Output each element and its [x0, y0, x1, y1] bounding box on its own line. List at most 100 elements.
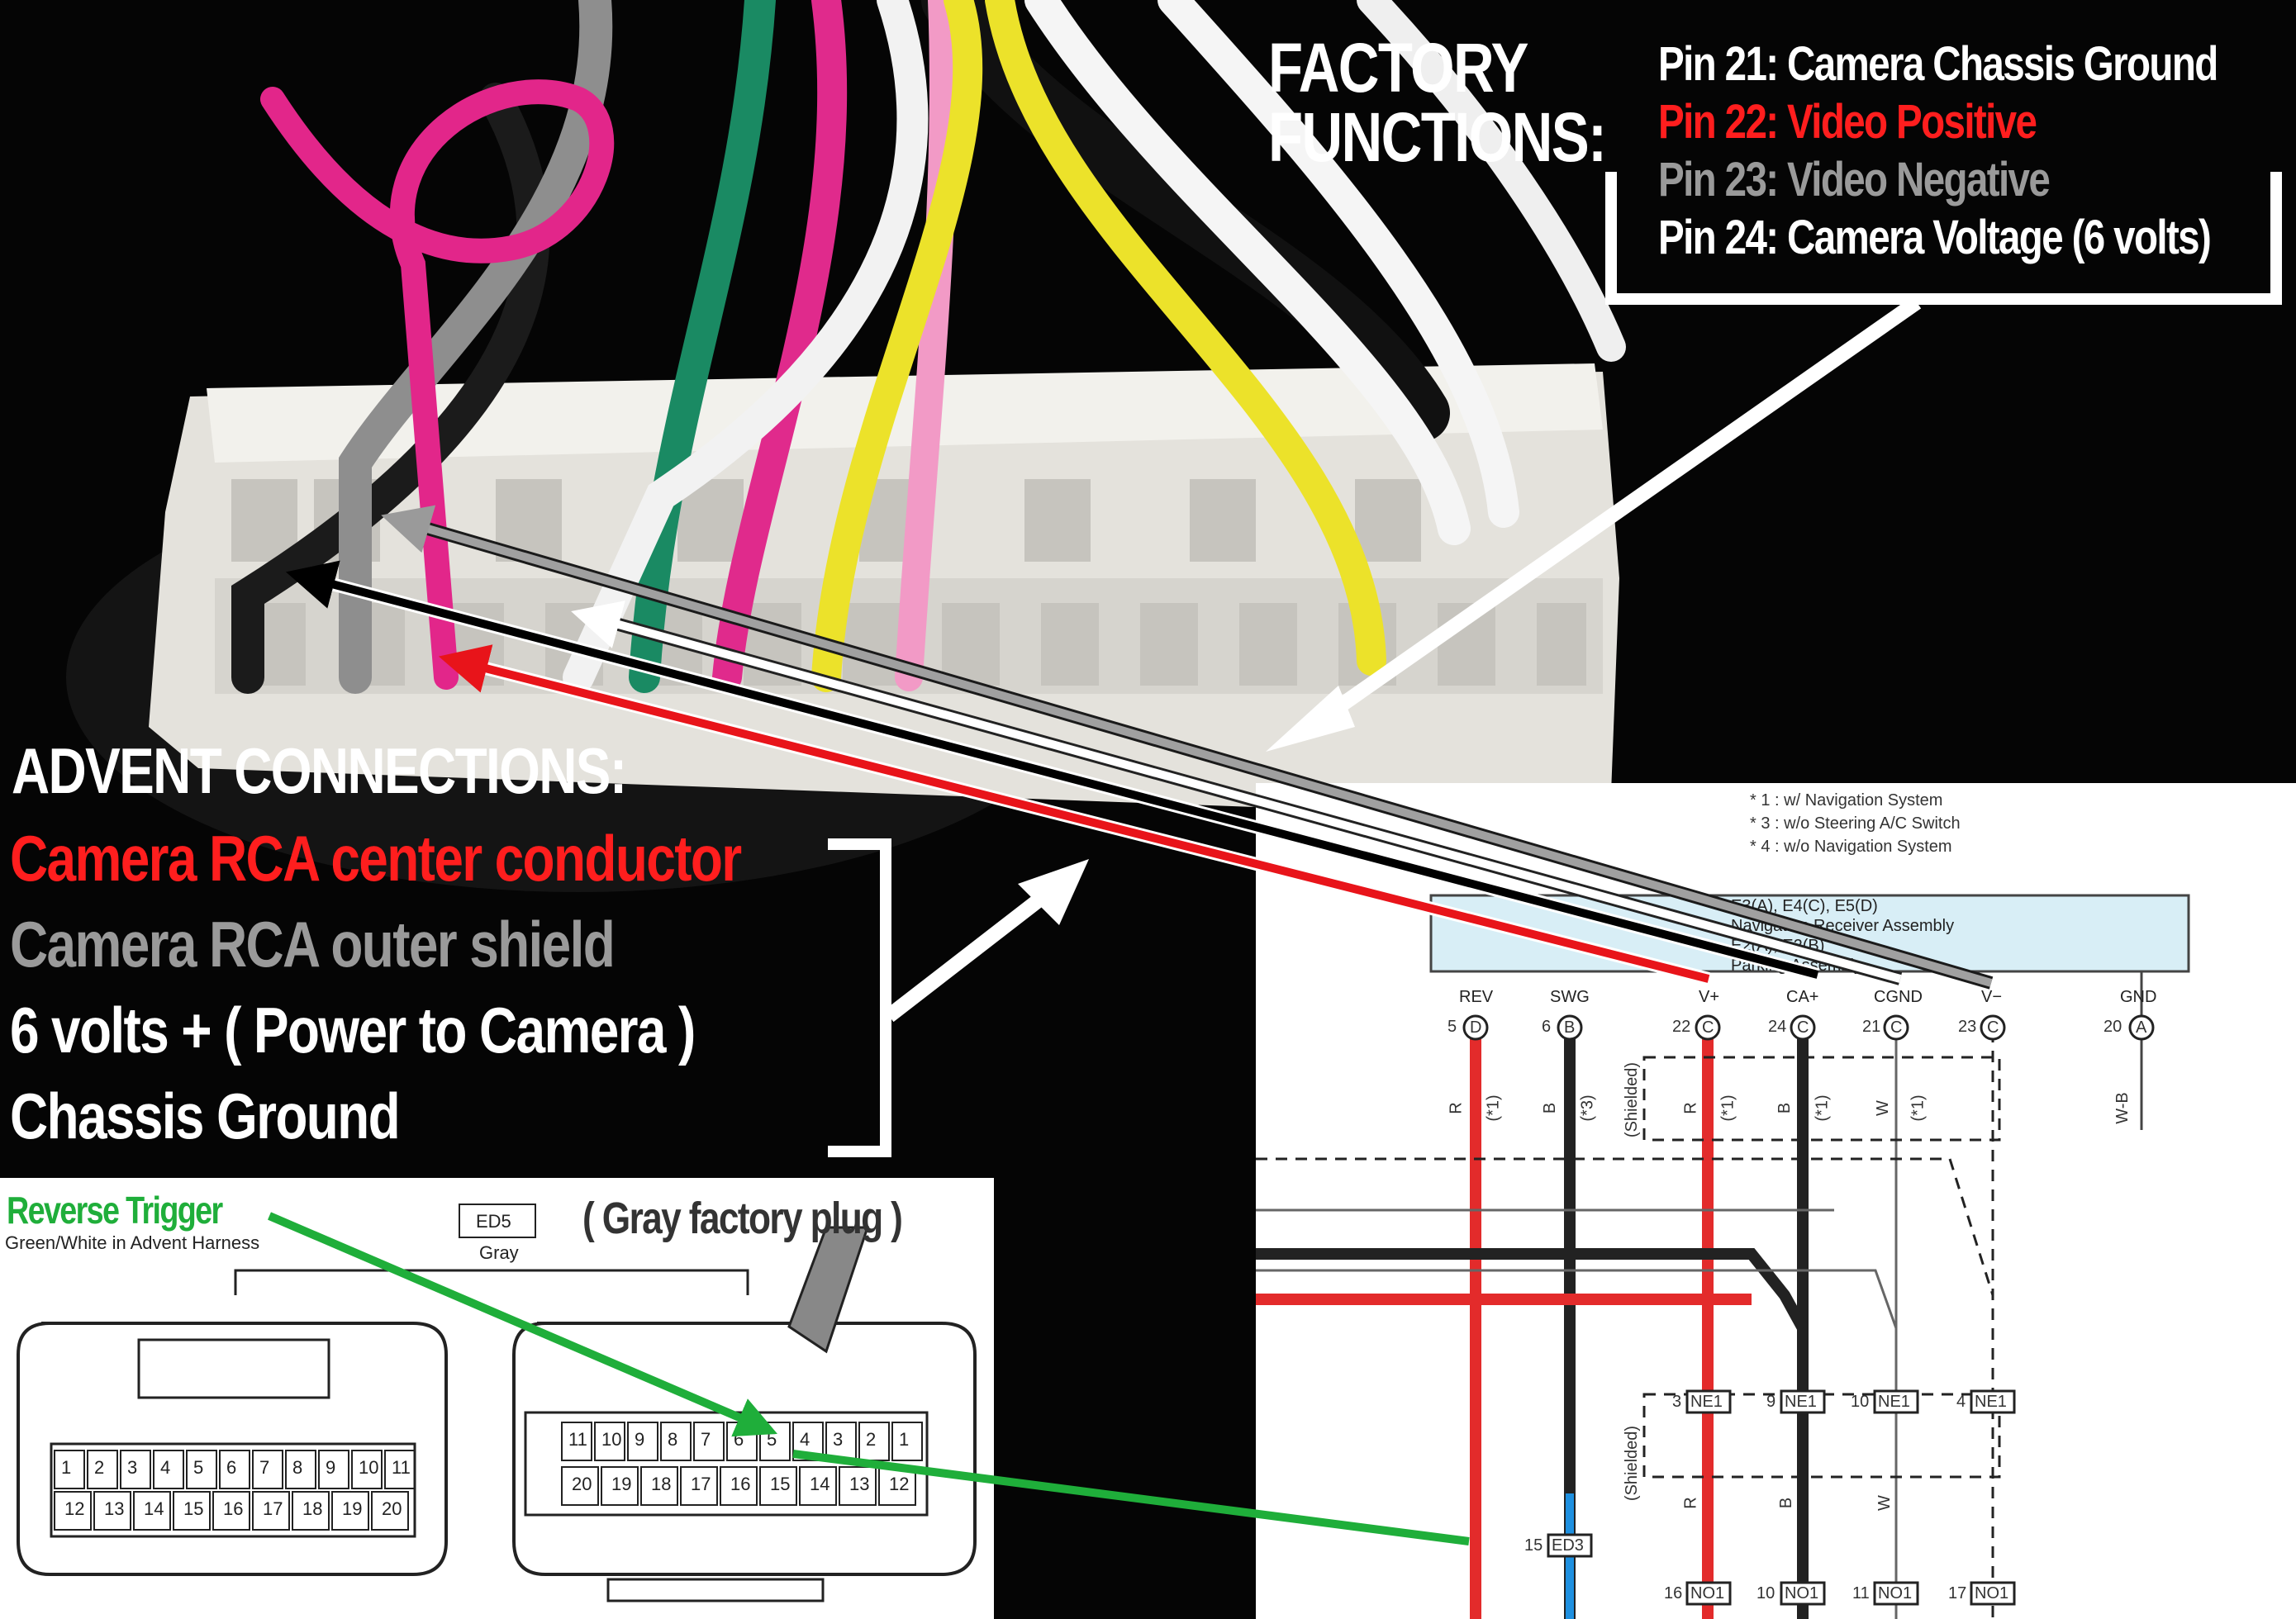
- right-connector-pin-label: 1: [899, 1429, 910, 1450]
- left-connector-pin-label: 20: [382, 1498, 402, 1519]
- left-connector-pin-cell: [219, 1450, 250, 1489]
- left-connector-pin-cell: [252, 1491, 290, 1531]
- black-arrow: [285, 560, 1819, 979]
- right-connector-pin-label: 17: [691, 1474, 711, 1494]
- left-connector-pin-cell: [173, 1491, 211, 1531]
- right-connector-pin-cell: [759, 1466, 797, 1506]
- left-connector-pin-cell: [331, 1491, 369, 1531]
- left-connector-pin-label: 13: [104, 1498, 125, 1519]
- left-connector-pin-cell: [133, 1491, 171, 1531]
- terminal-label-vplus: V+: [1699, 988, 1720, 1006]
- no1-pin: 10: [1756, 1584, 1775, 1602]
- left-connector-pin-cell: [87, 1450, 118, 1489]
- left-connector-pin-label: 15: [183, 1498, 204, 1519]
- terminal-letter: C: [1987, 1018, 1999, 1037]
- factory-pin-23: Pin 23: Video Negative: [1658, 153, 2051, 207]
- left-connector-pin-cell: [285, 1450, 316, 1489]
- terminal-pin: 24: [1768, 1018, 1787, 1036]
- terminal-letter: D: [1470, 1018, 1482, 1037]
- factory-title-line2: FUNCTIONS:: [1268, 98, 1607, 176]
- left-connector-pin-label: 6: [226, 1457, 237, 1478]
- right-connector-pin-label: 16: [730, 1474, 751, 1494]
- terminal-pin: 5: [1447, 1018, 1457, 1036]
- plug-diagram: [17, 1204, 977, 1602]
- ne1-box: NE1: [1878, 1393, 1910, 1411]
- no1-pin: 11: [1852, 1584, 1870, 1602]
- connector-color: Gray: [479, 1242, 519, 1263]
- ed3-pin: 15: [1524, 1536, 1543, 1555]
- terminal-label-vminus: V−: [1981, 988, 2003, 1006]
- terminal-pin: 23: [1958, 1018, 1977, 1036]
- right-connector-pin-label: 4: [800, 1429, 810, 1450]
- ed3-box: ED3: [1552, 1536, 1584, 1555]
- terminal-letter: C: [1797, 1018, 1809, 1037]
- reverse-trigger-subtitle: Green/White in Advent Harness: [5, 1232, 260, 1253]
- terminal-letter: A: [2136, 1018, 2147, 1037]
- wire-bundle: [231, 0, 1626, 694]
- right-connector-pin-cell: [627, 1422, 658, 1461]
- assembly-label: E3(A), E4(C), E5(D): [1731, 897, 1878, 915]
- left-connector-pin-label: 19: [342, 1498, 363, 1519]
- gray-plug-callout: ( Gray factory plug ): [582, 1194, 903, 1243]
- left-connector-pin-cell: [153, 1450, 184, 1489]
- terminal-label-caplus: CA+: [1786, 988, 1819, 1006]
- left-connector-pin-cell: [292, 1491, 330, 1531]
- right-connector-pin-cell: [792, 1422, 824, 1461]
- left-connector-pin-label: 3: [127, 1457, 138, 1478]
- right-connector-pin-cell: [640, 1466, 678, 1506]
- reverse-trigger-line: [268, 1212, 777, 1437]
- left-connector-pin-cell: [186, 1450, 217, 1489]
- factory-pin-21: Pin 21: Camera Chassis Ground: [1658, 37, 2218, 91]
- left-connector-pin-label: 5: [193, 1457, 204, 1478]
- schematic-note: * 3 : w/o Steering A/C Switch: [1750, 814, 1961, 833]
- ne1-pin: 4: [1956, 1393, 1966, 1411]
- right-connector-pin-cell: [660, 1422, 692, 1461]
- right-connector-pin-cell: [839, 1466, 877, 1506]
- no1-box: NO1: [1690, 1584, 1725, 1602]
- right-connector-pin-cell: [720, 1466, 758, 1506]
- right-connector-pin-label: 19: [611, 1474, 632, 1494]
- reverse-trigger-line: [792, 1450, 1470, 1545]
- right-connector-pin-label: 18: [651, 1474, 672, 1494]
- factory-bracket: [1605, 172, 2282, 305]
- left-connector-pin-cell: [384, 1450, 416, 1489]
- factory-pin-24: Pin 24: Camera Voltage (6 volts): [1658, 211, 2212, 264]
- left-connector-pin-cell: [54, 1491, 92, 1531]
- terminal-letter: C: [1702, 1018, 1714, 1037]
- advent-item-6-volts: 6 volts + ( Power to Camera ): [10, 994, 696, 1066]
- right-connector-pin-label: 10: [601, 1429, 622, 1450]
- advent-title: ADVENT CONNECTIONS:: [12, 734, 627, 807]
- right-connector-pin-label: 7: [701, 1429, 711, 1450]
- ne1-box: NE1: [1785, 1393, 1817, 1411]
- terminal-label-swg: SWG: [1550, 988, 1590, 1006]
- left-connector-pin-label: 7: [259, 1457, 270, 1478]
- left-connector-pin-label: 12: [64, 1498, 85, 1519]
- left-connector-pin-label: 18: [302, 1498, 323, 1519]
- left-connector-pin-cell: [93, 1491, 131, 1531]
- no1-pin: 17: [1948, 1584, 1967, 1602]
- left-connector-pin-cell: [212, 1491, 250, 1531]
- schematic-note: * 4 : w/o Navigation System: [1750, 838, 1952, 856]
- left-connector-pin-cell: [351, 1450, 383, 1489]
- right-connector-pin-cell: [561, 1466, 599, 1506]
- advent-item-rca-shield: Camera RCA outer shield: [10, 908, 616, 980]
- factory-pin-22: Pin 22: Video Positive: [1658, 95, 2037, 149]
- right-connector-pin-label: 11: [568, 1429, 587, 1450]
- left-connector-pin-label: 4: [160, 1457, 171, 1478]
- advent-bracket: [828, 838, 891, 1157]
- left-connector-pin-label: 17: [263, 1498, 283, 1519]
- terminal-pin: 22: [1672, 1018, 1691, 1036]
- no1-pin: 16: [1664, 1584, 1683, 1602]
- right-connector-pin-label: 12: [889, 1474, 910, 1494]
- right-connector-pin-label: 15: [770, 1474, 791, 1494]
- right-connector-pin-cell: [594, 1422, 625, 1461]
- terminal-letter: B: [1564, 1018, 1576, 1037]
- red-arrow: [438, 644, 1710, 983]
- right-connector-pin-cell: [891, 1422, 923, 1461]
- advent-pointer-arrow: [884, 890, 1048, 1023]
- right-connector-pin-cell: [561, 1422, 592, 1461]
- advent-item-rca-center: Camera RCA center conductor: [10, 822, 742, 895]
- right-connector-pin-label: 13: [849, 1474, 870, 1494]
- reverse-trigger-title: Reverse Trigger: [7, 1189, 223, 1232]
- terminal-label-gnd: GND: [2120, 988, 2157, 1006]
